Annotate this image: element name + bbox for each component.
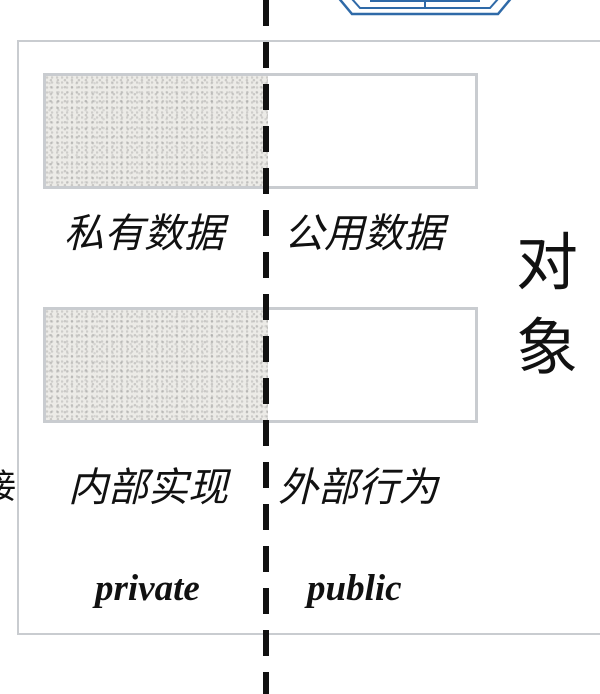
public-data-cell xyxy=(268,73,478,189)
public-behavior-cell xyxy=(268,307,478,423)
edge-partial-char: 接 xyxy=(0,470,16,504)
public-private-divider xyxy=(263,0,269,694)
public-keyword: public xyxy=(307,568,402,609)
object-label-char-1: 对 xyxy=(516,226,579,299)
private-data-label: 私有数据 xyxy=(64,211,224,257)
public-data-label: 公用数据 xyxy=(284,211,444,257)
logo-fragment xyxy=(338,0,512,16)
object-label-char-2: 象 xyxy=(516,311,579,384)
private-data-cell xyxy=(43,73,271,189)
private-impl-label: 内部实现 xyxy=(68,465,228,511)
private-keyword: private xyxy=(95,568,200,609)
private-impl-cell xyxy=(43,307,271,423)
object-frame xyxy=(17,40,600,635)
public-behavior-label: 外部行为 xyxy=(278,465,438,511)
